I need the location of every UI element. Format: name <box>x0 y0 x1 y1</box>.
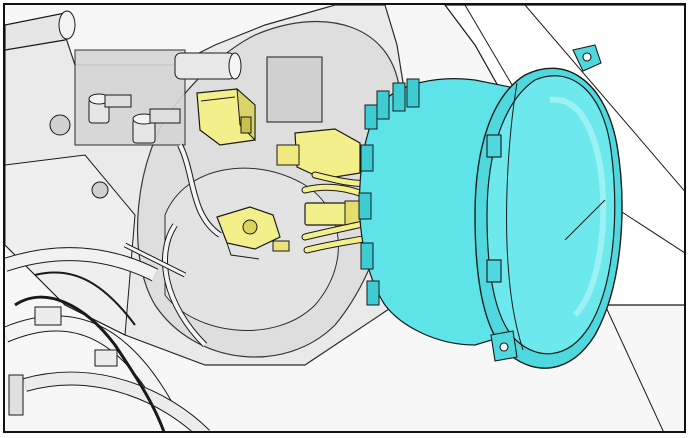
unit-front-face <box>486 75 616 355</box>
hose-fill <box>5 316 172 409</box>
cable <box>14 295 166 431</box>
floor-edge-2 <box>524 5 684 192</box>
cable-fill <box>163 223 207 347</box>
bolt <box>132 108 181 144</box>
cooling-fins <box>358 78 420 306</box>
unit-face-line <box>564 199 606 241</box>
cable-fill <box>124 243 186 277</box>
technical-illustration <box>5 5 684 431</box>
small-connector <box>216 206 290 260</box>
illustration-frame <box>3 3 686 433</box>
relay-connector <box>196 87 256 146</box>
cable-fill <box>178 144 222 237</box>
clamp <box>94 349 118 367</box>
clamp <box>34 306 62 326</box>
floor-edge-3 <box>604 304 664 431</box>
pipe-fitting <box>174 52 242 80</box>
hose-fill <box>23 372 210 431</box>
hoses <box>5 143 222 431</box>
cable <box>34 271 136 326</box>
panel-hole <box>49 114 71 136</box>
mounting-tabs <box>486 44 602 362</box>
panel-hole-2 <box>91 181 109 199</box>
unit-rim <box>506 82 524 351</box>
unit-face-highlight <box>549 96 607 318</box>
cylindrical-unit <box>358 44 623 369</box>
hose-fill <box>5 248 158 281</box>
bolt <box>88 93 132 124</box>
bolts <box>88 52 242 144</box>
top-pipe <box>5 10 76 51</box>
bracket <box>8 374 24 416</box>
panel-slot-left <box>266 56 323 123</box>
